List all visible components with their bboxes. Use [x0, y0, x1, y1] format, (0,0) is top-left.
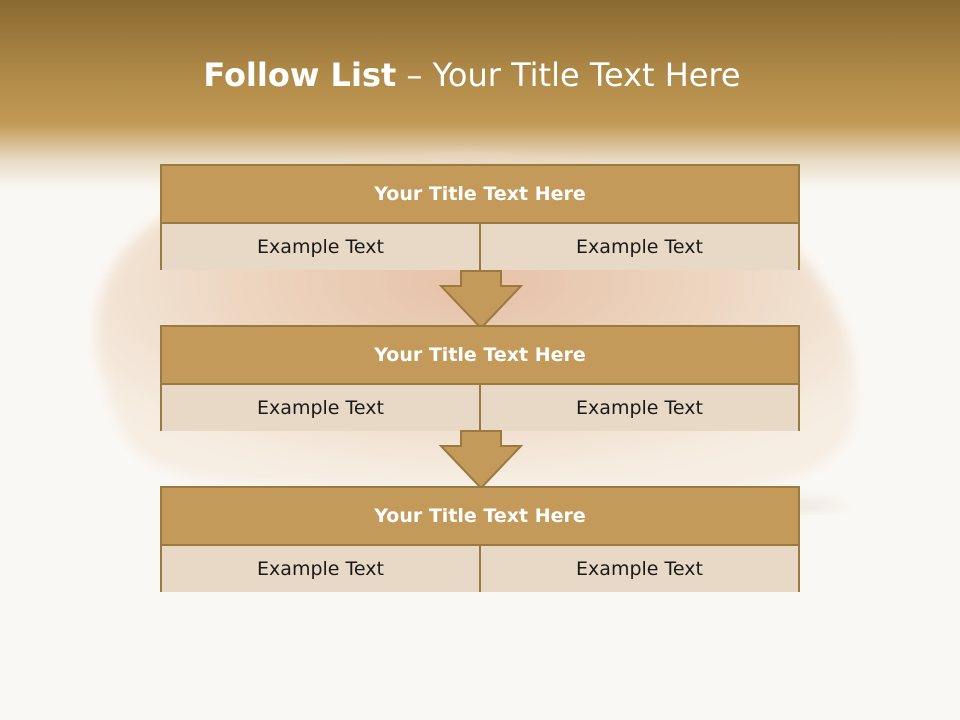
step-2-left-cell: Example Text	[162, 385, 479, 431]
step-row-3: Example Text Example Text	[162, 546, 798, 592]
step-3-left-cell: Example Text	[162, 546, 479, 592]
step-row-1: Example Text Example Text	[162, 224, 798, 270]
down-arrow-icon	[438, 430, 524, 490]
step-block-3: Your Title Text Here Example Text Exampl…	[160, 486, 800, 592]
slide-title-bold: Follow List	[203, 56, 397, 94]
step-1-left-cell: Example Text	[162, 224, 479, 270]
slide-title-rest: – Your Title Text Here	[406, 56, 741, 94]
slide-title: Follow List – Your Title Text Here	[0, 52, 944, 98]
step-title-3: Your Title Text Here	[162, 488, 798, 546]
step-3-right-cell: Example Text	[479, 546, 798, 592]
step-block-2: Your Title Text Here Example Text Exampl…	[160, 325, 800, 431]
step-block-1: Your Title Text Here Example Text Exampl…	[160, 164, 800, 270]
step-title-2: Your Title Text Here	[162, 327, 798, 385]
down-arrow-icon	[438, 270, 524, 330]
step-row-2: Example Text Example Text	[162, 385, 798, 431]
step-title-1: Your Title Text Here	[162, 166, 798, 224]
step-2-right-cell: Example Text	[479, 385, 798, 431]
step-1-right-cell: Example Text	[479, 224, 798, 270]
